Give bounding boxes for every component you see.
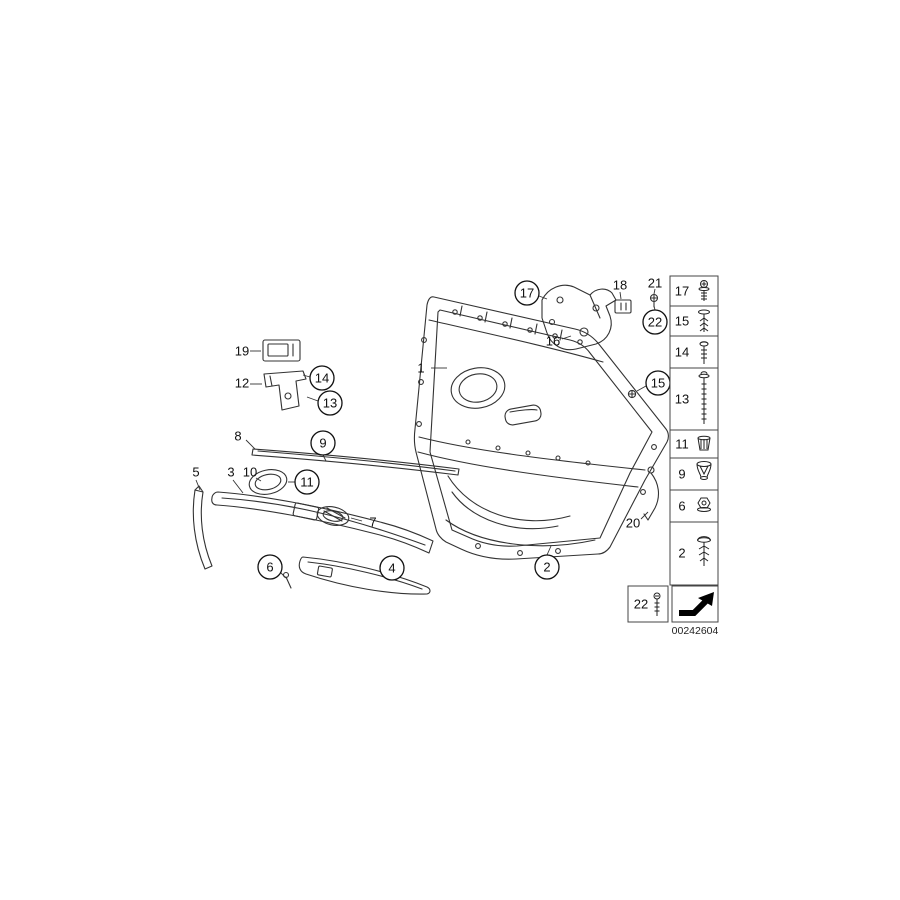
direction-arrow-box <box>671 585 719 623</box>
svg-text:22: 22 <box>648 315 662 330</box>
callout-20: 20 <box>626 516 640 531</box>
svg-text:17: 17 <box>520 286 534 301</box>
svg-text:14: 14 <box>315 371 329 386</box>
oval-gasket-10 <box>248 469 288 495</box>
svg-text:20: 20 <box>626 516 640 531</box>
fastener-row-14: 14 <box>669 335 719 369</box>
fastener-row-9: 9 <box>669 457 719 491</box>
svg-text:2: 2 <box>543 560 550 575</box>
direction-arrow-icon <box>679 592 714 616</box>
pin-6 <box>282 571 292 589</box>
plastic-nut-icon <box>697 435 711 451</box>
callout-21: 21 <box>648 276 662 291</box>
svg-text:15: 15 <box>675 314 689 329</box>
grommet-icon <box>696 461 712 480</box>
callout-1: 1 <box>417 361 424 376</box>
door-pull-cutout <box>504 404 542 426</box>
leader-lines <box>195 288 656 579</box>
armrest-screw-holes <box>465 439 591 466</box>
callout-19: 19 <box>235 344 249 359</box>
armrest-upper-3 <box>211 491 434 554</box>
svg-text:11: 11 <box>300 475 314 490</box>
callout-10: 10 <box>243 465 257 480</box>
svg-text:12: 12 <box>235 376 249 391</box>
trim-strip-5 <box>192 485 213 570</box>
sill-clip-holes <box>452 305 583 345</box>
svg-text:8: 8 <box>234 429 241 444</box>
svg-text:4: 4 <box>388 561 395 576</box>
edge-clip-holes <box>416 337 657 556</box>
svg-text:19: 19 <box>235 344 249 359</box>
callout-11: 11 <box>294 469 320 495</box>
screw-with-washer-icon <box>698 280 710 301</box>
expanding-clip-icon <box>697 536 711 566</box>
svg-text:22: 22 <box>634 597 648 612</box>
screw-part-21 <box>649 293 659 308</box>
door-trim-panel <box>413 296 669 560</box>
armrest-lower-4 <box>298 556 431 595</box>
svg-text:1: 1 <box>417 361 424 376</box>
callout-13: 13 <box>317 390 343 416</box>
switch-blank-19 <box>262 339 301 362</box>
fastener-table: 17 15 14 <box>669 275 719 586</box>
expansion-rivet-icon <box>698 309 710 332</box>
tapping-screw-icon <box>699 341 709 364</box>
callout-4: 4 <box>379 555 405 581</box>
callout-2: 2 <box>534 554 560 580</box>
svg-text:11: 11 <box>675 437 689 452</box>
screw-icon <box>653 592 661 616</box>
svg-text:9: 9 <box>319 436 326 451</box>
callout-15: 15 <box>645 370 671 396</box>
long-screw-icon <box>698 371 710 424</box>
clip-part-18 <box>614 299 632 314</box>
clip-part-15 <box>627 389 637 399</box>
fastener-row-13: 13 <box>669 367 719 431</box>
svg-text:13: 13 <box>323 396 337 411</box>
callout-9: 9 <box>310 430 336 456</box>
fastener-row-17: 17 <box>669 275 719 307</box>
svg-text:16: 16 <box>546 334 560 349</box>
callout-14: 14 <box>309 365 335 391</box>
callout-7: 7 <box>369 515 376 530</box>
svg-text:6: 6 <box>266 560 273 575</box>
svg-text:13: 13 <box>675 392 689 407</box>
fastener-row-15: 15 <box>669 305 719 337</box>
callout-3: 3 <box>227 465 234 480</box>
callout-5: 5 <box>192 465 199 480</box>
svg-text:7: 7 <box>369 515 376 530</box>
map-pocket <box>445 475 596 547</box>
svg-text:18: 18 <box>613 278 627 293</box>
fastener-row-6: 6 <box>669 489 719 523</box>
svg-text:2: 2 <box>678 546 685 561</box>
mounting-bracket <box>541 284 617 351</box>
extra-fastener-box: 22 <box>627 585 669 623</box>
callout-16: 16 <box>546 334 560 349</box>
svg-text:3: 3 <box>227 465 234 480</box>
svg-text:5: 5 <box>192 465 199 480</box>
callout-17: 17 <box>514 280 540 306</box>
figure-number: 00242604 <box>672 625 719 637</box>
svg-text:9: 9 <box>678 467 685 482</box>
callout-22: 22 <box>642 309 668 335</box>
svg-text:10: 10 <box>243 465 257 480</box>
callout-6: 6 <box>257 554 283 580</box>
callout-8: 8 <box>234 429 241 444</box>
fastener-row-2: 2 <box>669 521 719 586</box>
callout-18: 18 <box>613 278 627 293</box>
fastener-row-11: 11 <box>669 429 719 459</box>
callout-12: 12 <box>235 376 249 391</box>
hex-nut-icon <box>697 497 711 512</box>
svg-text:21: 21 <box>648 276 662 291</box>
svg-text:15: 15 <box>651 376 665 391</box>
speaker-cutout <box>450 367 506 409</box>
trim-strip-8 <box>251 448 460 476</box>
bowden-part-20 <box>643 466 660 521</box>
svg-text:17: 17 <box>675 284 689 299</box>
bracket-12 <box>263 370 307 411</box>
svg-text:14: 14 <box>675 345 689 360</box>
pull-cup-7 <box>316 506 350 526</box>
svg-text:6: 6 <box>678 499 685 514</box>
